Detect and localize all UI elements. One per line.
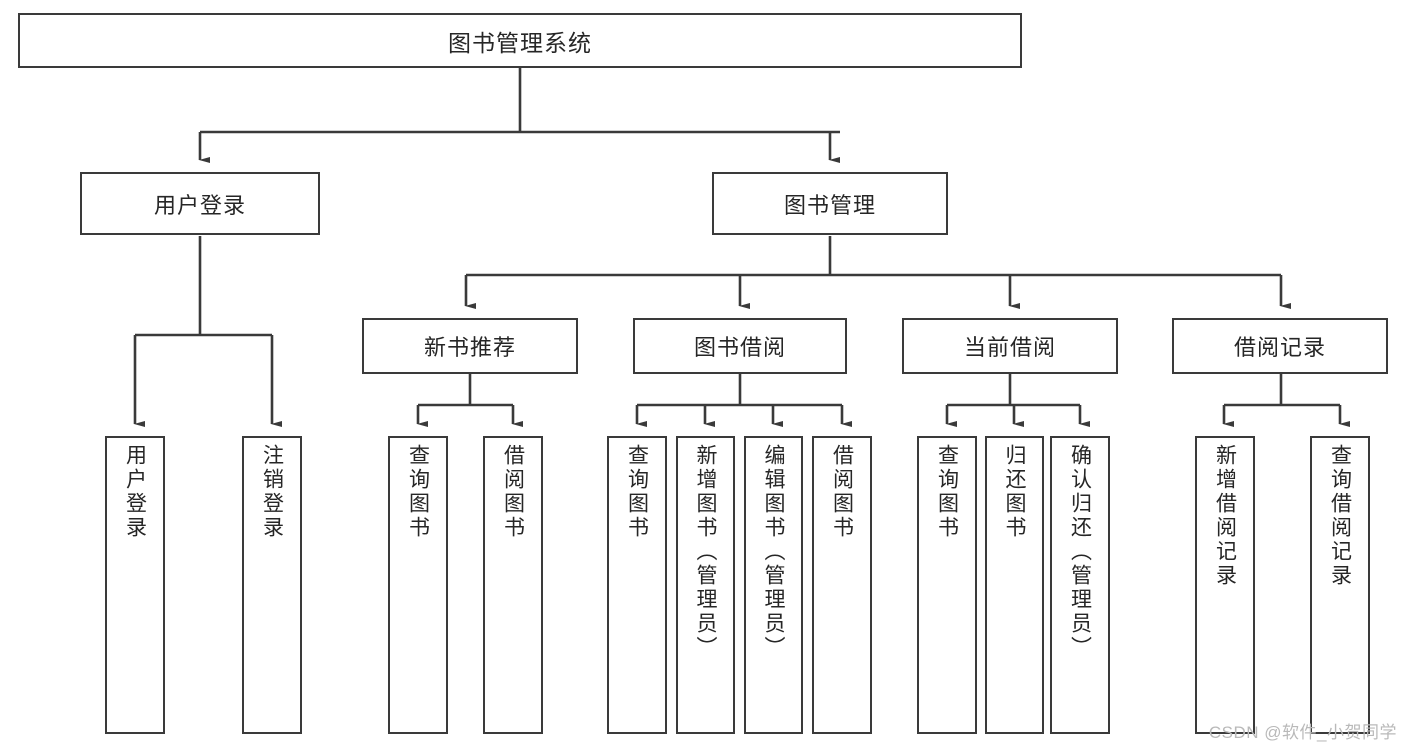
- node-new-book-recommend[interactable]: 新书推荐: [362, 318, 578, 374]
- leaf-current-return-book[interactable]: 归还图书: [985, 436, 1044, 734]
- node-label: 新增借阅记录: [1213, 444, 1237, 588]
- node-label: 用户登录: [153, 192, 246, 218]
- leaf-borrow-add-book-admin[interactable]: 新增图书（管理员）: [676, 436, 735, 734]
- leaf-record-query-borrow-record[interactable]: 查询借阅记录: [1310, 436, 1370, 734]
- leaf-record-add-borrow-record[interactable]: 新增借阅记录: [1195, 436, 1255, 734]
- node-label: 编辑图书（管理员）: [762, 444, 785, 660]
- node-label: 归还图书: [1003, 444, 1026, 540]
- node-label: 借阅图书: [830, 444, 854, 540]
- node-user-login[interactable]: 用户登录: [80, 172, 320, 235]
- node-borrow-record[interactable]: 借阅记录: [1172, 318, 1388, 374]
- node-book-borrow[interactable]: 图书借阅: [633, 318, 847, 374]
- leaf-current-confirm-return-admin[interactable]: 确认归还（管理员）: [1050, 436, 1110, 734]
- leaf-recommend-borrow-book[interactable]: 借阅图书: [483, 436, 543, 734]
- watermark: CSDN @软件_小贺同学: [1208, 723, 1397, 742]
- node-book-management[interactable]: 图书管理: [712, 172, 948, 235]
- node-label: 新书推荐: [423, 335, 516, 360]
- node-label: 借阅图书: [501, 444, 525, 540]
- node-root-system[interactable]: 图书管理系统: [18, 13, 1022, 68]
- node-label: 图书借阅: [693, 335, 786, 360]
- node-label: 图书管理系统: [448, 29, 592, 56]
- node-label: 查询图书: [406, 444, 430, 540]
- node-label: 查询图书: [625, 444, 649, 540]
- node-label: 当前借阅: [963, 335, 1056, 360]
- node-label: 图书管理: [783, 192, 876, 218]
- leaf-current-query-book[interactable]: 查询图书: [917, 436, 977, 734]
- node-current-borrow[interactable]: 当前借阅: [902, 318, 1118, 374]
- leaf-borrow-borrow-book[interactable]: 借阅图书: [812, 436, 872, 734]
- leaf-recommend-query-book[interactable]: 查询图书: [388, 436, 448, 734]
- leaf-borrow-edit-book-admin[interactable]: 编辑图书（管理员）: [744, 436, 803, 734]
- node-label: 查询借阅记录: [1328, 444, 1352, 588]
- node-label: 注销登录: [260, 444, 284, 540]
- node-label: 借阅记录: [1233, 335, 1326, 360]
- node-label: 查询图书: [935, 444, 959, 540]
- leaf-logout[interactable]: 注销登录: [242, 436, 302, 734]
- node-label: 新增图书（管理员）: [694, 444, 717, 660]
- leaf-borrow-query-book[interactable]: 查询图书: [607, 436, 667, 734]
- node-label: 用户登录: [123, 444, 147, 540]
- leaf-user-login[interactable]: 用户登录: [105, 436, 165, 734]
- node-label: 确认归还（管理员）: [1068, 444, 1092, 660]
